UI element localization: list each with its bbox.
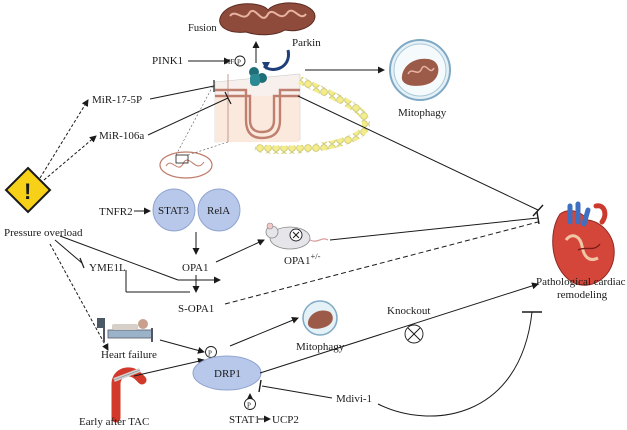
mitophagy-vesicle-small-icon (302, 300, 338, 336)
early-after-tac-label: Early after TAC (79, 416, 149, 428)
drp1-label: DRP1 (214, 368, 241, 380)
svg-text:!: ! (24, 179, 31, 204)
phospho-label: P (237, 59, 241, 67)
pink1-label: PINK1 (152, 55, 183, 67)
aorta-icon (111, 367, 147, 423)
mfn2-label: MFN2 (224, 58, 243, 66)
heart-icon (552, 201, 615, 286)
fusion-mitochondrion-icon (219, 2, 316, 36)
rela-label: RelA (207, 205, 230, 217)
stat1-label: STAT1 (229, 414, 260, 426)
mir17-label: MiR-17-5P (92, 94, 142, 106)
drp1-phospho-bottom (244, 398, 256, 410)
knockout-label: Knockout (387, 305, 430, 317)
stat3-label: STAT3 (158, 205, 189, 217)
mir106-label: MiR-106a (99, 130, 144, 142)
mdivi-label: Mdivi-1 (336, 393, 372, 405)
hospital-bed-icon (97, 318, 153, 342)
opa1-mutant-label: OPA1+/- (284, 251, 321, 267)
knockout-marker (404, 324, 424, 344)
membrane-icon (214, 73, 370, 154)
fusion-label: Fusion (188, 23, 217, 34)
mouse-icon (265, 222, 329, 250)
mitophagy-top-label: Mitophagy (398, 107, 447, 119)
phospho-marker (234, 55, 246, 67)
small-mitochondrion-icon (159, 81, 229, 179)
outcome-line2-label: remodeling (557, 289, 608, 301)
parkin-label: Parkin (292, 37, 321, 49)
mitophagy-bottom-label: Mitophagy (296, 341, 345, 353)
opa1-label: OPA1 (182, 262, 209, 274)
svg-text:P: P (247, 402, 251, 410)
s-opa1-label: S-OPA1 (178, 303, 214, 315)
svg-text:P: P (208, 350, 212, 358)
warning-icon: ! (4, 166, 52, 214)
yme1l-label: YME1L (89, 262, 126, 274)
ucp2-label: UCP2 (272, 414, 299, 426)
stat3-node (152, 188, 196, 232)
tnfr2-label: TNFR2 (99, 206, 133, 218)
outcome-line1-label: Pathological cardiac (536, 276, 626, 288)
pressure-overload-label: Pressure overload (4, 227, 83, 239)
mitophagy-vesicle-icon (389, 39, 451, 101)
heart-failure-label: Heart failure (101, 349, 157, 361)
mfn2-protein (249, 67, 267, 86)
rela-node (197, 188, 241, 232)
